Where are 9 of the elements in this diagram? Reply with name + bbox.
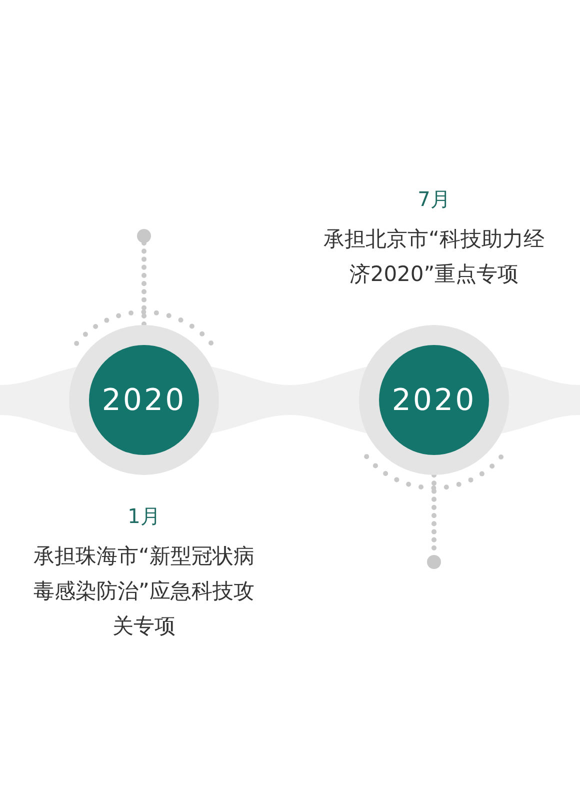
- end-dot: [137, 229, 151, 243]
- month-label: 1月: [126, 503, 162, 530]
- year-label: 2020: [89, 345, 199, 455]
- month-label: 7月: [416, 186, 452, 213]
- year-label: 2020: [379, 345, 489, 455]
- milestone-text: 承担北京市“科技助力经济2020”重点专项: [322, 226, 546, 288]
- end-dot: [427, 555, 441, 569]
- milestone-text: 承担珠海市“新型冠状病毒感染防治”应急科技攻关专项: [32, 543, 256, 640]
- dotted-line: [142, 240, 146, 328]
